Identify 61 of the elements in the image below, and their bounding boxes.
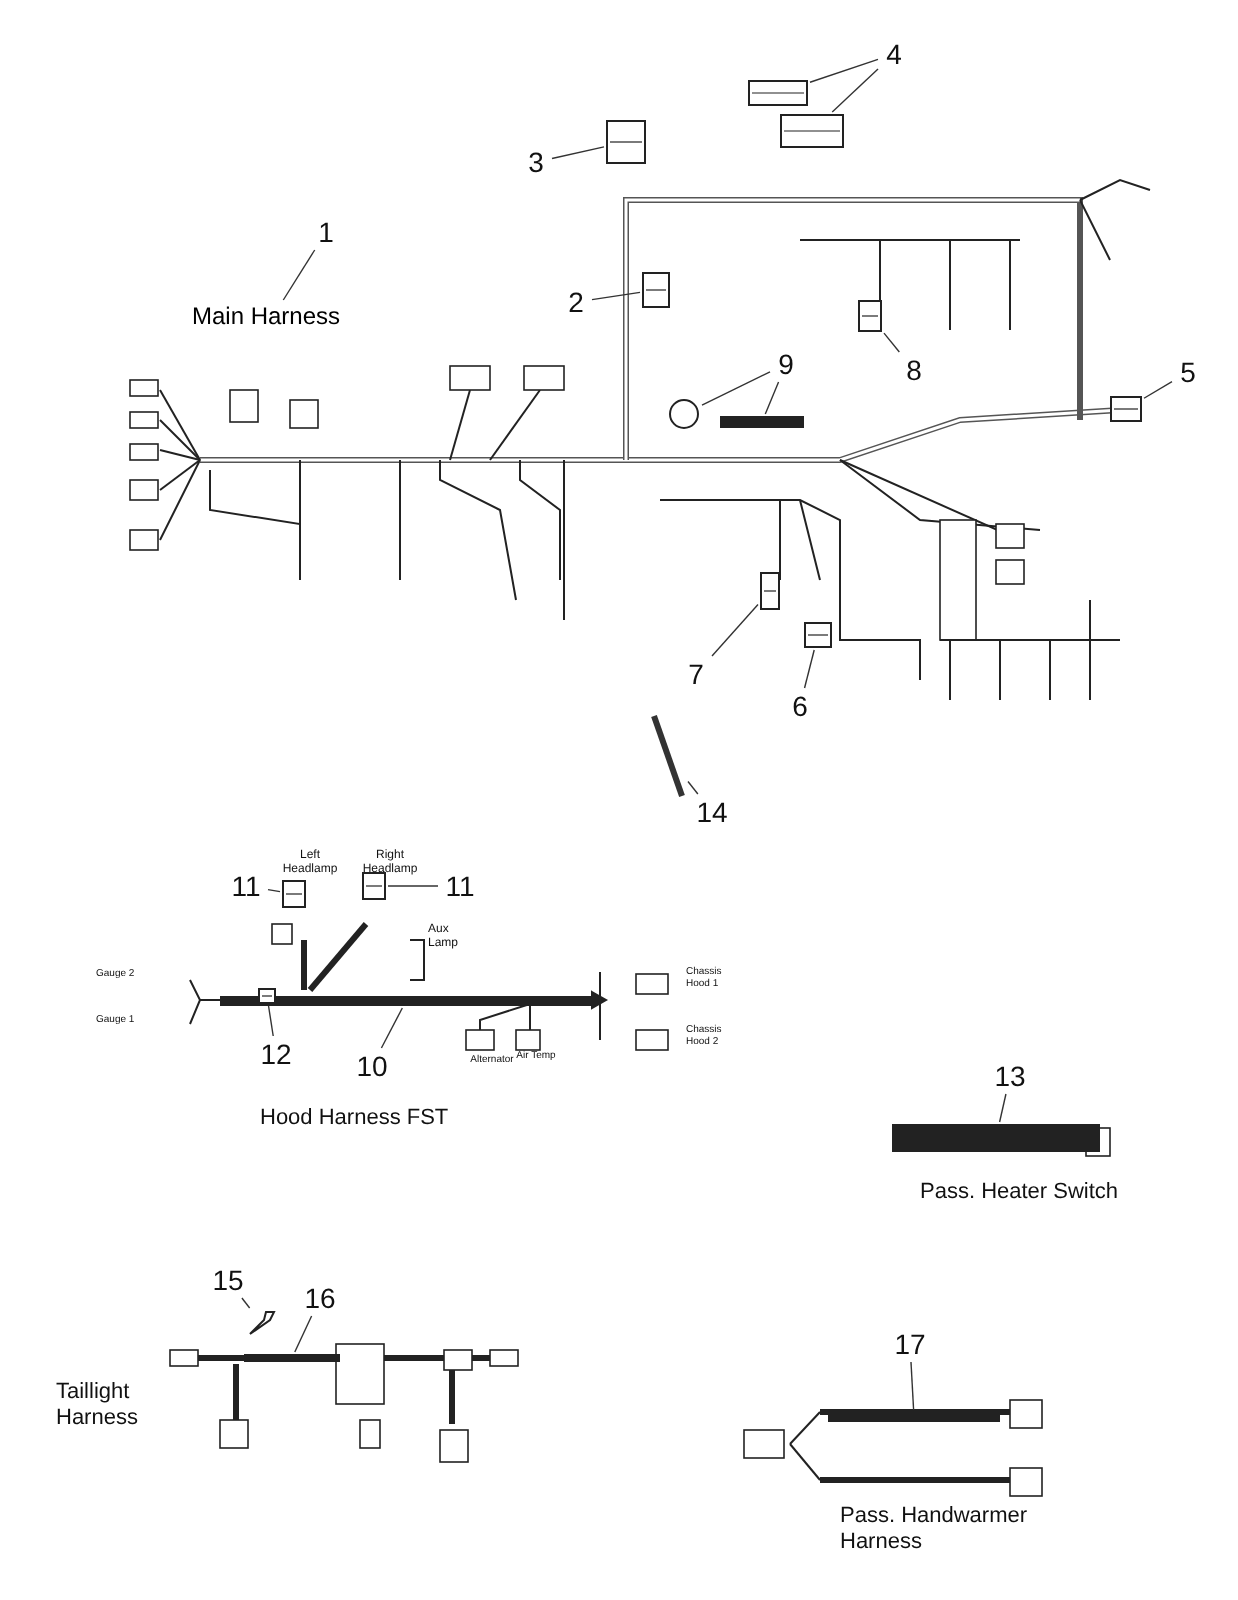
cable-drawing [892,1124,1100,1152]
leader-line [803,649,815,689]
callout-number: 7 [682,658,710,690]
callout-number: 12 [256,1038,296,1070]
callout-number: 16 [300,1282,340,1314]
leader-line [687,780,699,795]
harness-caption: Pass. Heater Switch [920,1180,1121,1206]
junction-circle [668,398,700,430]
callout-number: 6 [786,690,814,722]
callout-number: 10 [352,1050,392,1082]
leader-line [809,58,879,83]
leader-line [883,332,901,353]
leader-line [387,885,439,887]
callout-number: 9 [772,348,800,380]
leader-line [267,1005,274,1037]
callout-number: 1 [312,216,340,248]
bracket-drawing [246,1310,278,1338]
relay-drawing [642,272,670,308]
leader-line [910,1361,915,1411]
callout-number: 5 [1174,356,1202,388]
callout-number: 4 [880,38,908,70]
leader-line [551,146,605,160]
harness-caption: Hood Harness FST [260,1106,451,1132]
fuse-box-drawing [780,114,844,148]
callout-number: 2 [562,286,590,318]
leader-line [1143,380,1173,399]
connector-drawing [362,872,386,900]
callout-number: 17 [890,1328,930,1360]
leader-line [764,381,780,415]
cable-drawing [828,1412,1000,1422]
leader-line [998,1093,1007,1123]
leader-line [591,291,641,301]
switch-drawing [606,120,646,164]
leader-line [831,68,879,113]
callout-number: 13 [990,1060,1030,1092]
connector-drawing [282,880,306,908]
harness-caption: Taillight Harness [56,1380,140,1431]
connector-drawing [258,988,276,1004]
callout-number: 15 [208,1264,248,1296]
callout-number: 8 [900,354,928,386]
cable-drawing [720,416,804,428]
connector-drawing [1110,396,1142,422]
harness-name: Main Harness [192,302,341,334]
connector-drawing [760,572,780,610]
leader-line [294,1315,313,1353]
callout-number: 3 [522,146,550,178]
leader-line [267,888,281,893]
leader-line [380,1007,404,1049]
connector-drawing [804,622,832,648]
leader-line [241,1297,251,1309]
harness-caption: Pass. Handwarmer Harness [840,1504,1030,1555]
cable-drawing [244,1354,340,1362]
rod-drawing [650,712,686,800]
connector-drawing [858,300,882,332]
connector-drawing [748,80,808,106]
leader-line [711,603,759,657]
callout-number: 11 [226,870,266,902]
callout-number: 11 [440,870,480,902]
callout-number: 14 [692,796,732,828]
leader-line [701,371,771,406]
leader-line [282,249,316,301]
